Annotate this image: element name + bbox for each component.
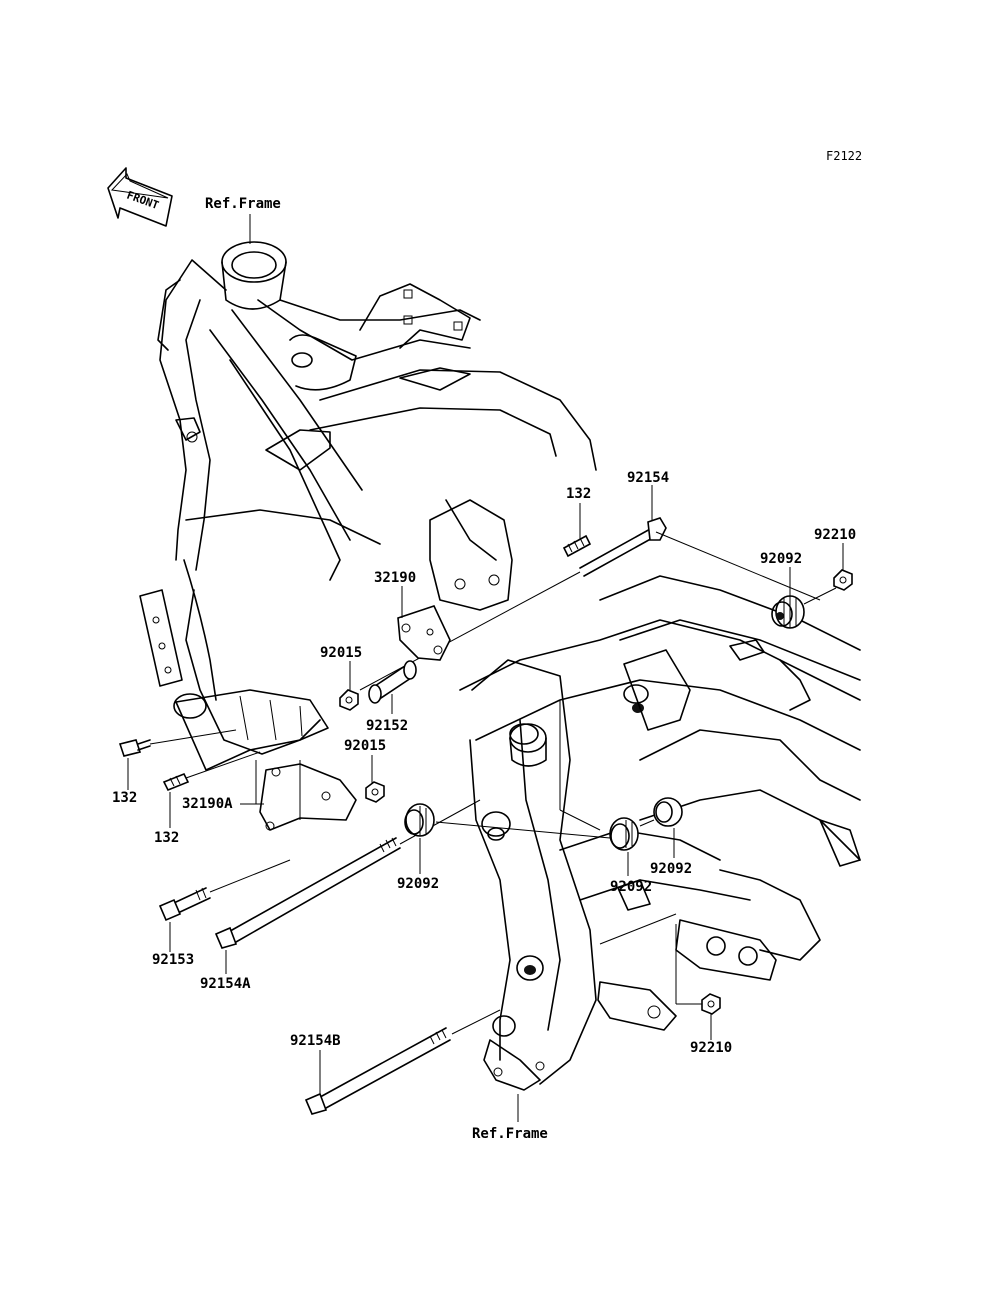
label-92092-top: 92092 [760,551,802,567]
label-92153: 92153 [152,952,194,968]
label-32190A: 32190A [182,796,233,812]
label-132-lower: 132 [154,830,179,846]
bushing-92092-right [653,797,683,827]
label-132-left: 132 [112,790,137,806]
bolt-92153 [158,859,291,922]
nut-92210-bottom [701,993,721,1015]
bolt-92154B [304,1009,501,1115]
bolt-132-left [118,729,237,757]
label-92154B: 92154B [290,1033,341,1049]
figure-code: F2122 [826,149,862,163]
nut-92015-upper [339,689,359,711]
label-92015-lower: 92015 [344,738,386,754]
collar-92152 [368,660,417,704]
label-92154: 92154 [627,470,669,486]
label-92092-right: 92092 [650,861,692,877]
label-92152: 92152 [366,718,408,734]
label-92210-top: 92210 [814,527,856,543]
bolt-92154 [359,517,667,691]
nut-92015-lower [365,781,385,803]
stud-132-upper [562,534,592,558]
label-92210-bottom: 92210 [690,1040,732,1056]
bolt-92154A [214,799,481,949]
label-92092-left: 92092 [397,876,439,892]
assembly-lines [255,531,821,1005]
label-132-top: 132 [566,486,591,502]
lower-frame [459,575,861,1091]
upper-frame [139,241,597,831]
label-92154A: 92154A [200,976,251,992]
part-labels: Ref.Frame Ref.Frame 132 92154 92210 9209… [112,196,856,1142]
front-arrow-icon: FRONT [107,167,173,227]
label-ref-frame-top: Ref.Frame [205,196,281,212]
bushing-92092-left [404,803,435,837]
label-32190: 32190 [374,570,416,586]
label-ref-frame-bottom: Ref.Frame [472,1126,548,1142]
nut-92210-top [833,569,853,591]
bracket-32190 [397,605,451,661]
leader-lines [127,214,844,1122]
bushing-92092-middle [609,817,639,851]
stud-132-left-lower [162,751,261,792]
label-92092-middle: 92092 [610,879,652,895]
label-92015-upper: 92015 [320,645,362,661]
